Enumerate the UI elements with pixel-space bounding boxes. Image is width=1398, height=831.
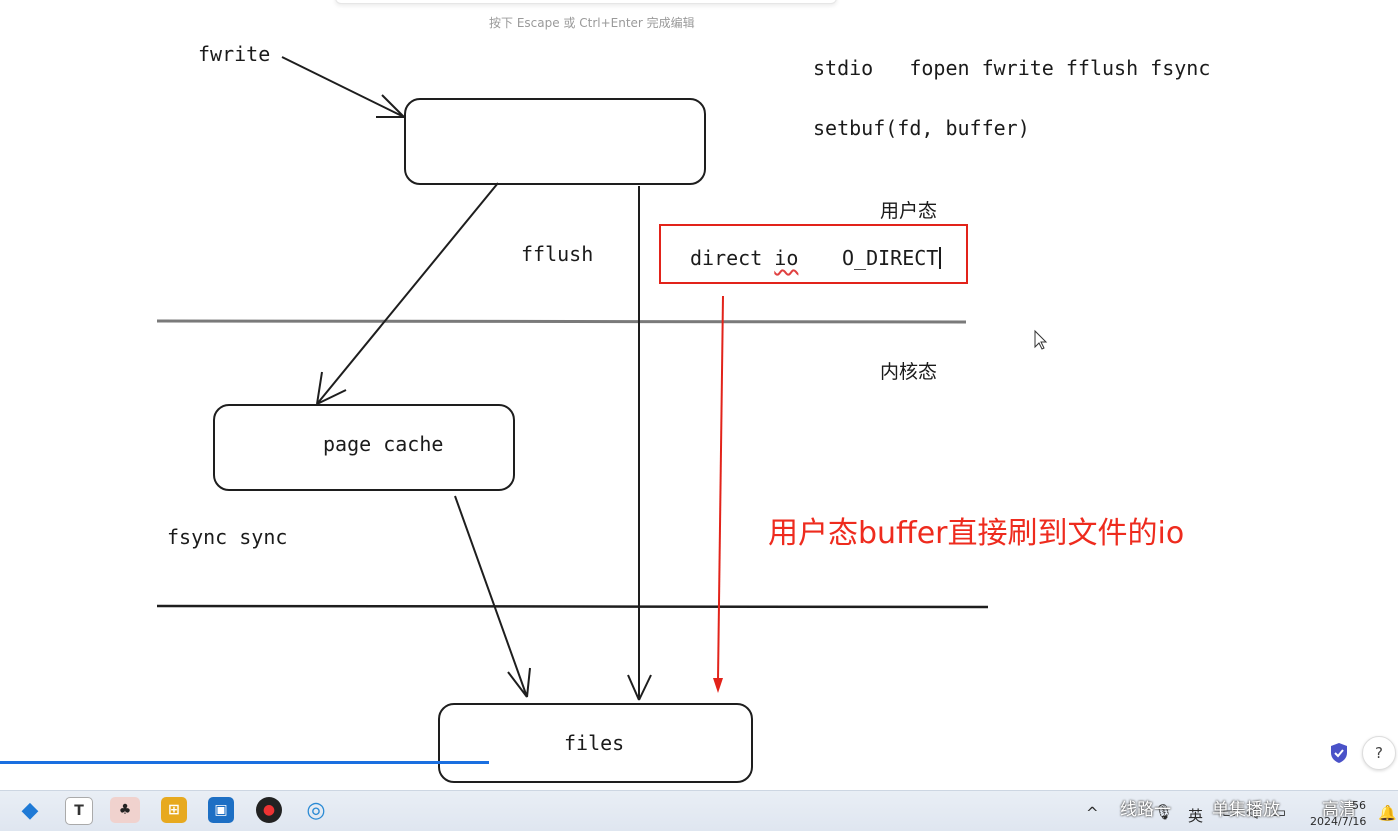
qq-icon[interactable]: ♣: [110, 797, 140, 823]
direct-io-box[interactable]: [659, 224, 968, 284]
microphone-icon[interactable]: 🎙: [1154, 803, 1174, 821]
shield-icon[interactable]: [1329, 742, 1349, 764]
kernel-disk-divider: [156, 604, 989, 609]
typora-icon[interactable]: T: [65, 797, 93, 825]
user-kernel-divider: [156, 319, 967, 324]
fsync-sync-label: fsync sync: [167, 525, 288, 549]
browser-icon[interactable]: ◎: [306, 797, 326, 823]
direct-io-label: direct io: [690, 246, 798, 270]
buffer-to-files-arrow: [627, 186, 652, 701]
fwrite-arrow: [281, 56, 405, 118]
fflush-label: fflush: [521, 242, 594, 266]
clock-date: 2024/7/16: [1310, 815, 1367, 828]
network-icon[interactable]: ▭: [1222, 803, 1237, 821]
volume-icon[interactable]: ◁: [1246, 803, 1258, 821]
files-label: files: [564, 731, 625, 755]
video-progress-bar[interactable]: [0, 761, 489, 764]
single-play-toggle[interactable]: 单集播放: [1212, 800, 1280, 820]
ime-indicator[interactable]: 英: [1188, 807, 1204, 825]
route-selector[interactable]: 线路一: [1120, 800, 1171, 820]
help-icon: ?: [1375, 744, 1383, 762]
setbuf-label: setbuf(fd, buffer): [813, 116, 1030, 140]
clock-time: 56: [1352, 799, 1366, 812]
direct-io-red-arrow: [717, 295, 724, 681]
stdio-api-list: stdio fopen fwrite fflush fsync: [813, 56, 1211, 80]
screenshot-app-icon[interactable]: ▣: [208, 797, 234, 823]
edit-hint: 按下 Escape 或 Ctrl+Enter 完成编辑: [489, 16, 695, 30]
direct-io-text: direct io: [690, 246, 799, 270]
user-buffer-box[interactable]: [404, 98, 706, 185]
red-annotation: 用户态buffer直接刷到文件的io: [768, 516, 1185, 551]
mouse-pointer-icon: [1034, 329, 1048, 350]
battery-icon[interactable]: ▭: [1272, 803, 1287, 821]
drawing-canvas[interactable]: 按下 Escape 或 Ctrl+Enter 完成编辑 fwrite stdio…: [0, 0, 1398, 790]
pagecache-to-files-arrow: [454, 495, 531, 698]
files-box[interactable]: [438, 703, 753, 783]
page-cache-box[interactable]: [213, 404, 515, 491]
tray-overflow-caret[interactable]: ^: [1086, 804, 1099, 822]
quality-selector[interactable]: 高清: [1322, 800, 1356, 820]
fwrite-label: fwrite: [198, 42, 271, 66]
text-cursor: [939, 247, 942, 269]
page-cache-label: page cache: [323, 432, 444, 456]
notification-bell-icon[interactable]: 🔔: [1378, 804, 1397, 822]
user-mode-label: 用户态: [880, 200, 938, 222]
o-direct-label[interactable]: O_DIRECT: [842, 246, 942, 270]
diagram-app-icon[interactable]: ⊞: [161, 797, 187, 823]
buffer-to-pagecache-arrow: [316, 182, 499, 405]
diagram-lines: [156, 56, 1048, 701]
vscode-icon[interactable]: ◆: [21, 797, 39, 823]
spellcheck-underline: io: [774, 246, 799, 270]
kernel-mode-label: 内核态: [880, 361, 938, 383]
help-button[interactable]: ?: [1362, 736, 1396, 770]
o-direct-text: O_DIRECT: [842, 246, 939, 270]
direct-io-red-arrowhead: [713, 678, 723, 693]
recorder-icon[interactable]: ●: [256, 797, 282, 823]
